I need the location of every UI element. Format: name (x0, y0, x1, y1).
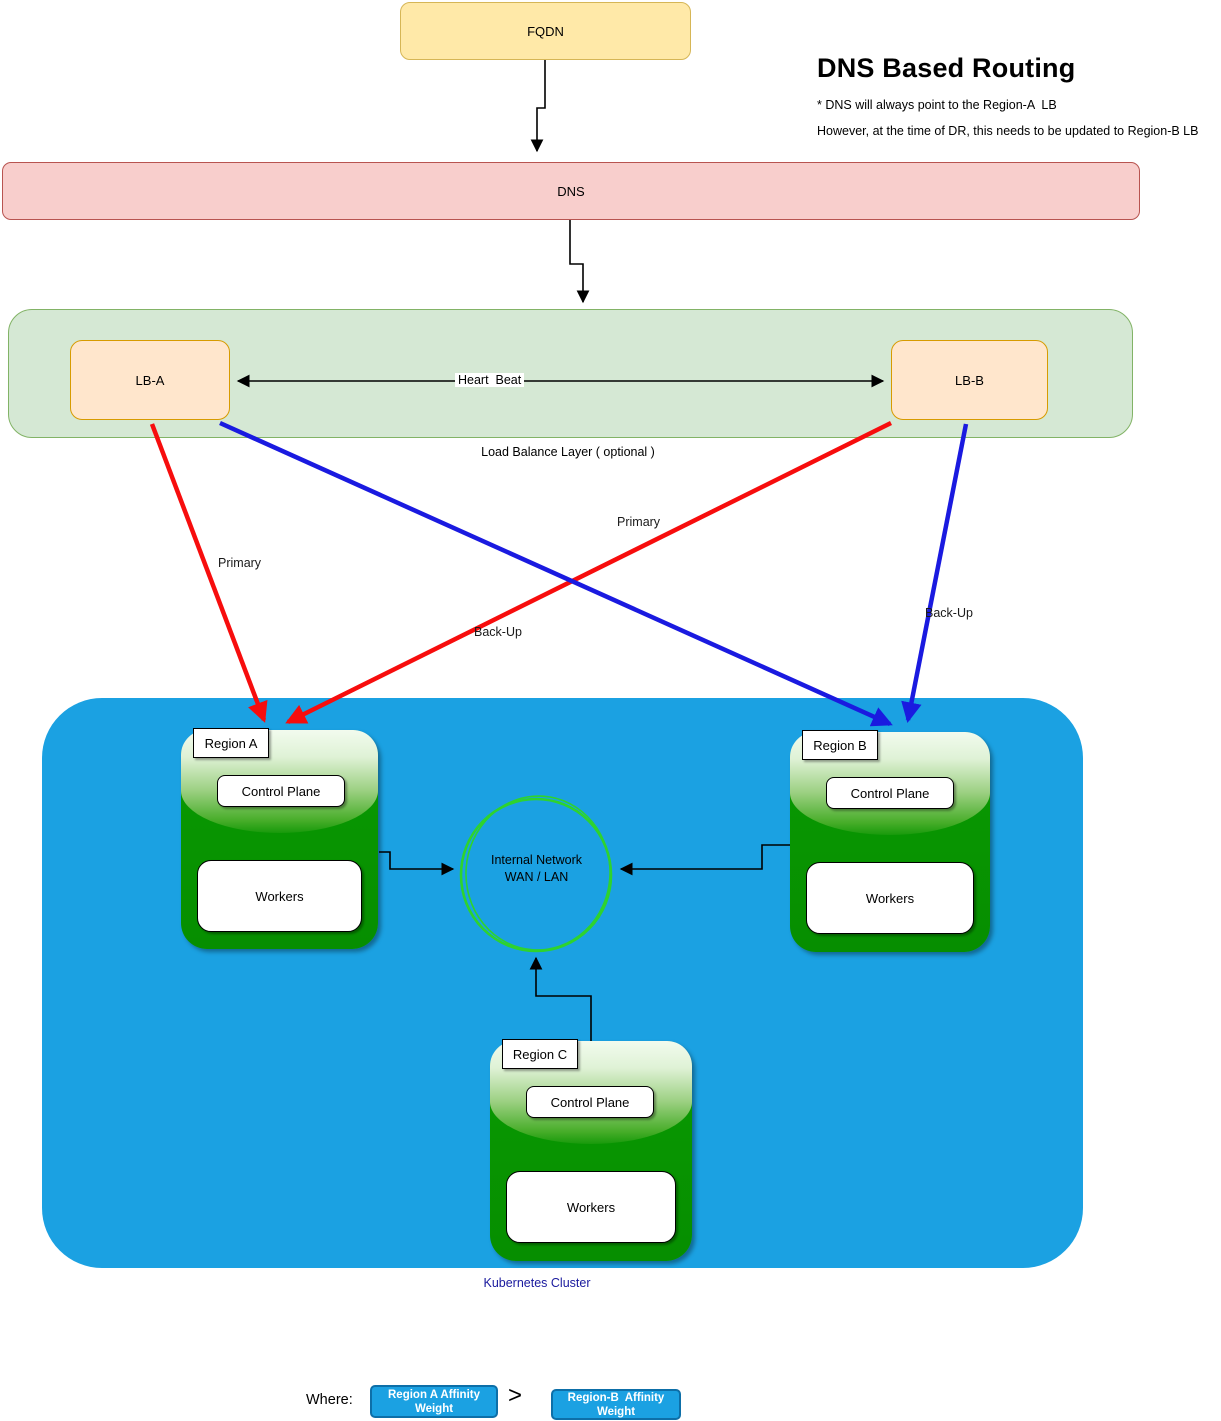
region-a-workers: Workers (197, 860, 362, 932)
dns-to-lb-layer-arrow (569, 220, 590, 304)
region-c-node: Region C Control Plane Workers (490, 1039, 692, 1261)
heartbeat-label: Heart Beat (455, 373, 525, 387)
lb-a-label: LB-A (135, 372, 165, 388)
region-b-workers: Workers (806, 862, 974, 934)
region-a-tag: Region A (193, 728, 269, 758)
note-dr-update: However, at the time of DR, this needs t… (817, 124, 1199, 138)
fqdn-label: FQDN (527, 23, 564, 39)
internal-network-label: Internal Network WAN / LAN (460, 852, 613, 886)
region-a-control-plane: Control Plane (217, 775, 345, 807)
fqdn-node: FQDN (400, 2, 691, 60)
greater-than-symbol: > (508, 1382, 523, 1409)
region-c-workers: Workers (506, 1171, 676, 1243)
chip-a-line1: Region A Affinity (388, 1388, 480, 1401)
chip-b-line1: Region-B Affinity (567, 1391, 665, 1404)
region-b-affinity-weight-chip: Region-B Affinity Weight (551, 1389, 681, 1420)
chip-b-line2: Weight (596, 1405, 636, 1418)
lb-b-label: LB-B (955, 372, 984, 388)
note-dns-points-region-a: * DNS will always point to the Region-A … (817, 98, 1057, 112)
region-b-tag: Region B (802, 730, 878, 760)
fqdn-to-dns-arrow (530, 60, 546, 153)
region-a-affinity-weight-chip: Region A Affinity Weight (370, 1385, 498, 1418)
region-c-control-plane: Control Plane (526, 1086, 654, 1118)
backup-arrow-lba-to-region-b (219, 420, 893, 727)
chip-a-line2: Weight (414, 1402, 454, 1415)
region-c-tag: Region C (502, 1039, 578, 1069)
kubernetes-cluster-label: Kubernetes Cluster (483, 1276, 591, 1290)
primary-arrow-lba-to-region-a (149, 423, 268, 723)
edge-label-primary-lbb: Primary (617, 515, 661, 529)
lb-b-node: LB-B (891, 340, 1048, 420)
internal-network-line2: WAN / LAN (504, 870, 569, 884)
lb-a-node: LB-A (70, 340, 230, 420)
load-balance-layer-label: Load Balance Layer ( optional ) (481, 445, 655, 459)
page-title: DNS Based Routing (817, 53, 1076, 83)
edge-label-backup-lbb: Back-Up (925, 606, 973, 620)
dns-label: DNS (557, 183, 585, 199)
primary-arrow-lbb-to-region-a (285, 420, 892, 725)
edge-label-primary-lba: Primary (218, 556, 262, 570)
edge-label-backup-lba: Back-Up (474, 625, 522, 639)
legend-where-label: Where: (306, 1392, 353, 1408)
region-a-node: Region A Control Plane Workers (181, 728, 378, 949)
backup-arrow-lbb-to-region-b (901, 423, 969, 724)
region-b-control-plane: Control Plane (826, 777, 954, 809)
dns-node: DNS (2, 162, 1140, 220)
region-b-node: Region B Control Plane Workers (790, 730, 990, 952)
internal-network-line1: Internal Network (490, 853, 582, 867)
